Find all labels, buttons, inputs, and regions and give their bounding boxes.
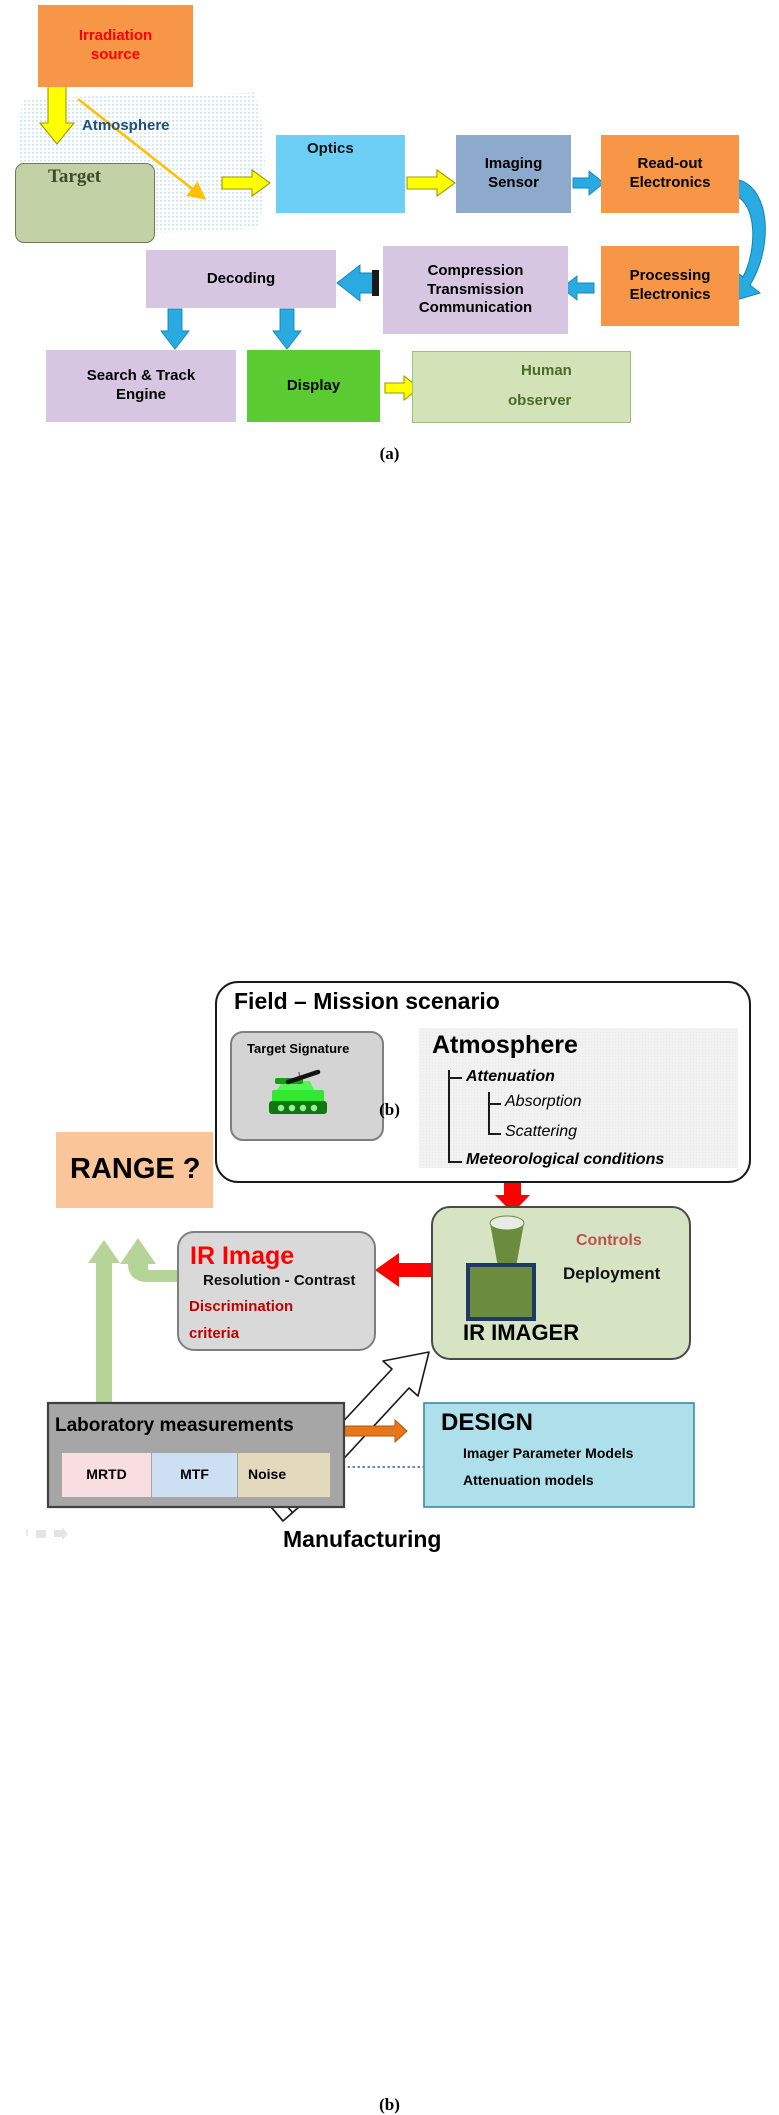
compression-line2: Transmission [427,280,524,298]
compression-box: Compression Transmission Communication [383,246,568,334]
ir-imager-label: IR IMAGER [463,1320,580,1345]
tank-icon [269,1069,327,1114]
ir-image-criteria-line1: Discrimination [189,1298,294,1315]
chip-mrtd-text: MRTD [86,1466,127,1483]
arrow-optics-to-sensor [406,168,456,198]
arrow-decoding-to-display [272,308,302,350]
field-mission-title: Field – Mission scenario [234,988,500,1014]
human-observer-line2: observer [508,392,572,409]
human-observer-box [412,351,631,423]
atmosphere-title: Atmosphere [432,1031,578,1059]
figure-b: Field – Mission scenario Target Signatur… [0,480,779,2114]
atmosphere-label: Atmosphere [82,117,170,134]
processing-line2: Electronics [629,286,711,303]
arrow-sensor-to-readout [572,170,605,196]
irradiation-source-line1: Irradiation [78,27,153,45]
imaging-sensor-line1: Imaging [484,155,543,173]
display-box: Display [247,350,380,422]
readout-line2: Electronics [629,174,711,191]
figure-a: Irradiation source Atmosphere Target Opt… [0,0,779,470]
ir-image-title: IR Image [190,1242,295,1270]
processing-electronics-box: Processing Electronics [601,246,739,326]
chip-noise-label: Noise [238,1453,330,1497]
manufacturing-label: Manufacturing [283,1526,442,1552]
arrow-source-to-target [38,85,76,145]
decoding-label: Decoding [206,269,276,287]
arrow-compression-to-decoding [336,264,379,302]
target-signature-label: Target Signature [247,1041,350,1056]
figure-b-arrow-layer [26,981,751,1540]
readout-line1: Read-out [637,155,703,173]
arrow-ir-image-to-range [120,1238,180,1282]
imaging-sensor-box: Imaging Sensor [456,135,571,213]
human-observer-line1: Human [521,362,572,379]
compression-line1: Compression [427,261,524,279]
design-line1: Imager Parameter Models [463,1445,634,1461]
compression-line3: Communication [418,299,533,317]
figure-b-caption: (b) [379,2095,400,2114]
arrow-decoding-to-search [160,308,190,350]
search-track-line1: Search & Track [86,367,196,385]
search-track-line2: Engine [115,386,166,403]
decoding-box: Decoding [146,250,336,308]
optics-box [276,135,405,213]
imaging-sensor-line2: Sensor [488,174,539,191]
ir-image-subtitle: Resolution - Contrast [203,1272,356,1289]
chip-mtf-text: MTF [180,1466,209,1483]
imager-deployment-label: Deployment [563,1264,661,1283]
arrow-atmosphere-to-optics [221,168,271,198]
page-artifact-icons [26,1527,68,1540]
imager-controls-label: Controls [576,1232,642,1249]
chip-mrtd-label: MRTD [62,1453,151,1497]
optics-label: Optics [307,140,354,157]
range-label: RANGE ? [70,1153,201,1185]
processing-line1: Processing [629,267,711,285]
ir-image-criteria-line2: criteria [189,1325,240,1342]
search-track-box: Search & Track Engine [46,350,236,422]
figure-a-caption: (a) [379,444,400,463]
target-label: Target [48,166,102,187]
design-title: DESIGN [441,1409,534,1436]
irradiation-ray [77,97,207,200]
display-label: Display [286,376,341,394]
irradiation-source-line2: source [90,46,141,63]
arrow-display-to-observer [384,374,420,402]
readout-electronics-box: Read-out Electronics [601,135,739,213]
atmosphere-item-meteorological: Meteorological conditions [466,1151,665,1168]
irradiation-source-box: Irradiation source [38,5,193,87]
chip-noise-text: Noise [248,1466,287,1483]
chip-mtf-label: MTF [152,1453,237,1497]
atmosphere-item-scattering: Scattering [505,1123,578,1140]
figure-b-caption-outer: (b) [379,1100,400,1119]
atmosphere-item-absorption: Absorption [505,1093,582,1110]
atmosphere-item-attenuation: Attenuation [466,1068,555,1085]
arrow-processing-to-compression [561,275,595,301]
design-line2: Attenuation models [463,1472,594,1488]
arrow-imager-to-ir-image [375,1253,432,1287]
laboratory-title: Laboratory measurements [55,1415,294,1436]
target-box [15,163,155,243]
